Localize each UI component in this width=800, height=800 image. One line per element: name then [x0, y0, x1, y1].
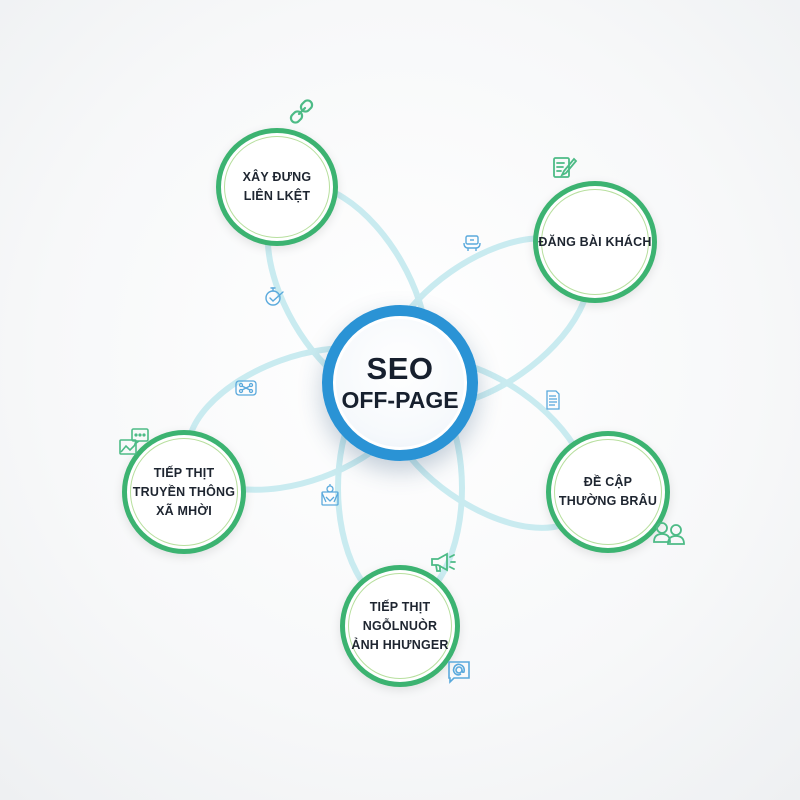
stopwatch-check-icon: [263, 286, 285, 308]
node-label: ĐỀ CẬP THƯỜNG BRÂU: [558, 475, 658, 508]
node-label: ĐĂNG BÀI KHÁCH: [538, 234, 652, 249]
image-chat-icon: [118, 427, 150, 457]
chain-link-icon: [289, 98, 315, 124]
node-link-building: XÂY ĐƯNG LIÊN LKỆT: [216, 128, 338, 246]
node-label: XÂY ĐƯNG LIÊN LKỆT: [242, 170, 312, 203]
node-label: TIẾP THỊT NGỖLNUÒR ẢNH HHƯNGER: [351, 599, 449, 652]
node-label: TIẾP THỊT TRUYỀN THÔNG XÃ MHỜI: [132, 465, 236, 518]
document-list-icon: [545, 390, 561, 410]
users-icon: [652, 520, 688, 546]
node-social-media-marketing: TIẾP THỊT TRUYỀN THÔNG XÃ MHỜI: [122, 430, 246, 554]
center-title: SEO: [366, 351, 434, 386]
node-brand-mentions: ĐỀ CẬP THƯỜNG BRÂU: [546, 431, 670, 553]
mail-upload-icon: [320, 484, 340, 506]
node-influencer-marketing: TIẾP THỊT NGỖLNUÒR ẢNH HHƯNGER: [340, 565, 460, 687]
network-card-icon: [235, 380, 257, 396]
megaphone-icon: [430, 552, 460, 574]
center-subtitle: OFF-PAGE: [341, 387, 459, 413]
laptop-icon: [462, 234, 482, 252]
node-guest-posting: ĐĂNG BÀI KHÁCH: [533, 181, 657, 303]
edit-document-icon: [552, 155, 578, 181]
email-chat-icon: [447, 660, 471, 684]
center-node-seo-offpage: SEO OFF-PAGE: [322, 305, 478, 461]
